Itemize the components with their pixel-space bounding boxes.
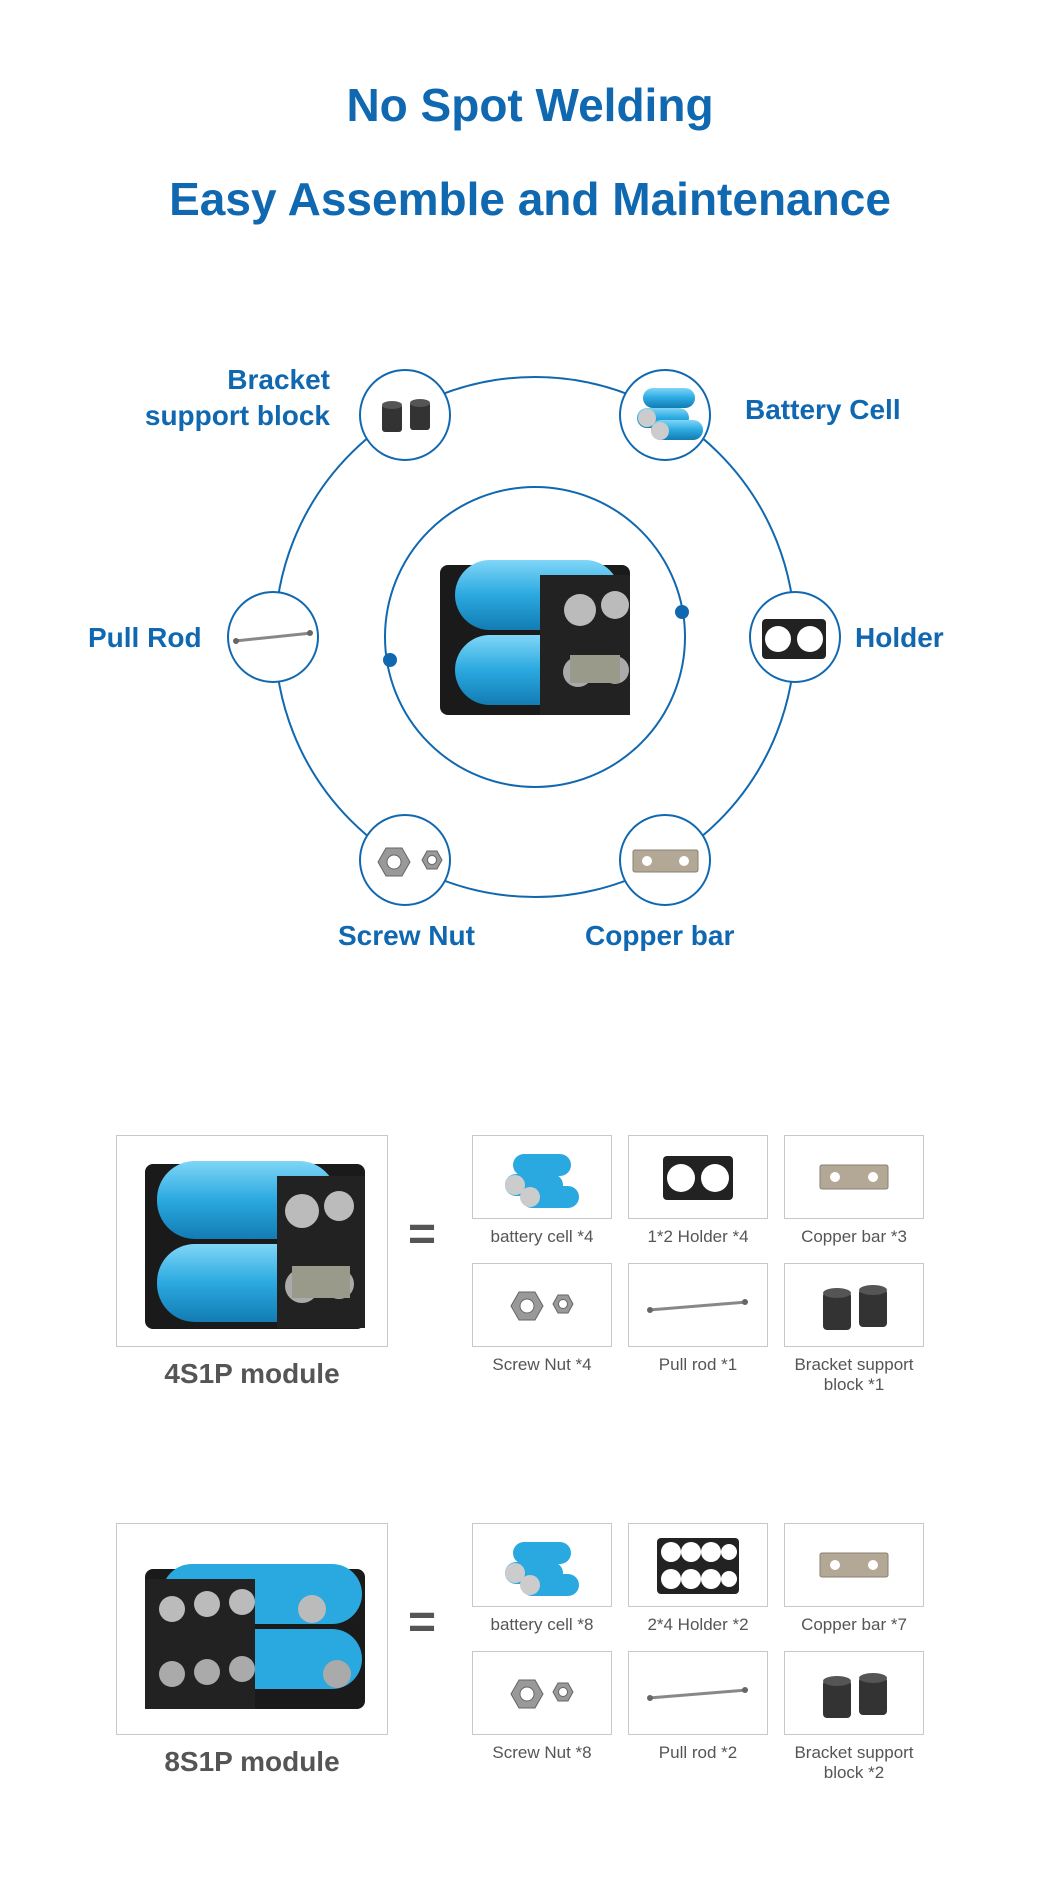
label-screw-nut: Screw Nut — [338, 920, 475, 951]
center-module-image — [440, 560, 630, 715]
part-image-bracket-block — [784, 1651, 924, 1735]
part-image-screw-nut — [472, 1263, 612, 1347]
part-image-holder — [628, 1523, 768, 1607]
module-image-8s1p — [116, 1523, 388, 1735]
pull-rod-icon — [233, 630, 313, 644]
equals-sign: = — [408, 1208, 437, 1261]
module-label-8s1p: 8S1P module — [164, 1746, 340, 1777]
part-caption: Screw Nut *4 — [492, 1355, 592, 1374]
part-caption: 2*4 Holder *2 — [647, 1615, 749, 1634]
equals-sign: = — [408, 1596, 437, 1649]
part-image-copper-bar — [784, 1135, 924, 1219]
label-copper-bar: Copper bar — [585, 920, 735, 951]
part-image-holder — [628, 1135, 768, 1219]
part-caption: battery cell *8 — [490, 1615, 594, 1634]
part-image-copper-bar — [784, 1523, 924, 1607]
part-caption: Copper bar *3 — [801, 1227, 907, 1246]
components-diagram — [227, 369, 841, 906]
part-caption: Bracket support block *2 — [794, 1743, 914, 1782]
label-holder: Holder — [855, 622, 944, 653]
screw-nut-icon — [377, 847, 443, 877]
part-caption: Copper bar *7 — [801, 1615, 907, 1634]
part-caption: Screw Nut *8 — [492, 1743, 592, 1762]
label-battery-cell: Battery Cell — [745, 394, 901, 425]
headline-subtitle: Easy Assemble and Maintenance — [169, 173, 891, 225]
inner-ring — [384, 486, 686, 788]
module-image-4s1p — [116, 1135, 388, 1347]
part-image-bracket-block — [784, 1263, 924, 1347]
part-caption: battery cell *4 — [490, 1227, 594, 1246]
copper-bar-icon — [632, 849, 699, 873]
module-label-4s1p: 4S1P module — [164, 1358, 340, 1389]
headline-title: No Spot Welding — [346, 79, 714, 131]
label-bracket-support-block: Bracket support block — [144, 364, 330, 431]
bracket-block-icon — [382, 399, 430, 432]
part-image-battery-cell — [472, 1135, 612, 1219]
part-caption: Bracket support block *1 — [794, 1355, 914, 1394]
part-caption: 1*2 Holder *4 — [647, 1227, 749, 1246]
part-image-battery-cell — [472, 1523, 612, 1607]
battery-cell-icon — [637, 388, 703, 440]
part-image-screw-nut — [472, 1651, 612, 1735]
holder-icon — [762, 619, 826, 659]
part-image-pull-rod — [628, 1651, 768, 1735]
part-image-pull-rod — [628, 1263, 768, 1347]
label-pull-rod: Pull Rod — [88, 622, 202, 653]
part-caption: Pull rod *1 — [658, 1355, 738, 1374]
part-caption: Pull rod *2 — [658, 1743, 738, 1762]
